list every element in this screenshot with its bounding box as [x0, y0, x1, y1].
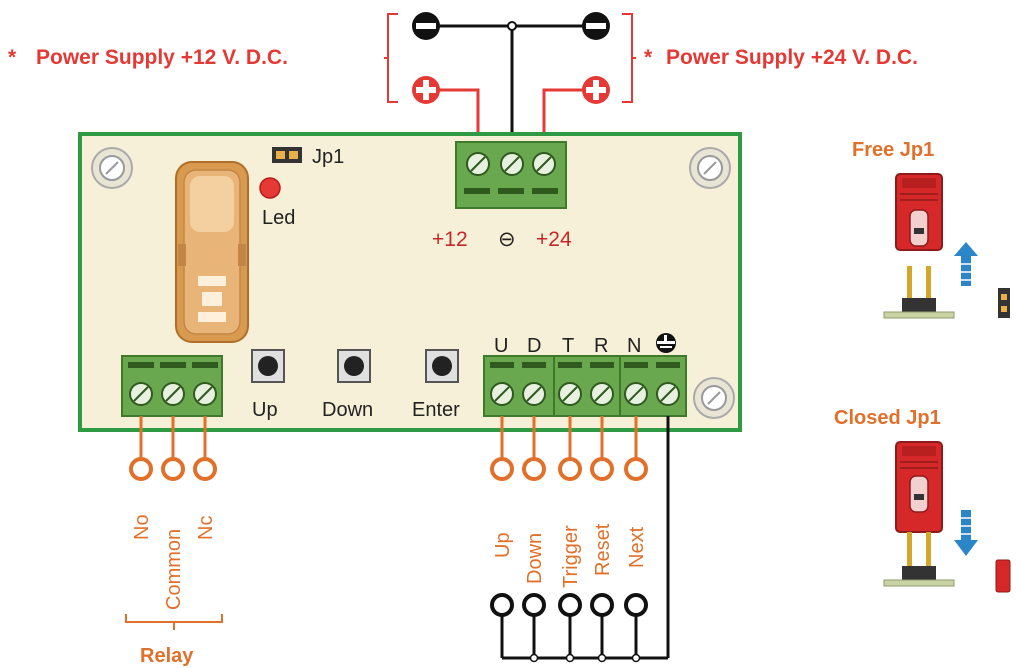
down-button-label: Down: [322, 399, 373, 421]
enter-button-label: Enter: [412, 399, 460, 421]
led-label: Led: [262, 207, 295, 229]
terminal-plus12-label: +12: [432, 228, 468, 251]
down-button[interactable]: [337, 349, 371, 383]
minus-icon: [582, 12, 610, 40]
wire-junction: [507, 21, 517, 31]
power-supply-24v-label: Power Supply +24 V. D.C.: [666, 46, 918, 69]
relay-component: [175, 161, 249, 343]
power-terminal-block: [455, 141, 567, 209]
up-button[interactable]: [251, 349, 285, 383]
jumper-label: Jp1: [312, 146, 344, 168]
jumper-free-illustration: Free Jp1: [852, 139, 1010, 319]
input-letter-n: N: [627, 335, 641, 357]
terminal-minus-label: ⊖: [498, 228, 516, 251]
relay-no-terminal[interactable]: [129, 457, 153, 481]
mini-jumper-closed: [995, 559, 1011, 593]
input-up-terminal[interactable]: [490, 457, 514, 481]
common-trigger-terminal[interactable]: [558, 593, 582, 617]
plus-icon: [582, 76, 610, 104]
left-bracket: [387, 13, 398, 103]
relay-group-label: Relay: [140, 645, 194, 667]
input-terminal-block: [483, 355, 687, 417]
common-next-terminal[interactable]: [624, 593, 648, 617]
common-reset-terminal[interactable]: [590, 593, 614, 617]
input-next-terminal[interactable]: [624, 457, 648, 481]
terminal-plus24-label: +24: [536, 228, 572, 251]
closed-jp1-label: Closed Jp1: [834, 407, 941, 429]
mounting-hole: [693, 377, 735, 419]
relay-nc-label: Nc: [195, 516, 217, 540]
mounting-hole: [91, 147, 133, 189]
circuit-board: Jp1 Led +12 ⊖ +24: [78, 132, 742, 432]
arrow-down-icon: [961, 510, 971, 540]
plus-icon: [412, 76, 440, 104]
up-button-label: Up: [252, 399, 278, 421]
right-bracket: [622, 13, 633, 103]
plus12-wire: [426, 88, 480, 150]
relay-common-terminal[interactable]: [161, 457, 185, 481]
common-down-terminal[interactable]: [522, 593, 546, 617]
input-letter-t: T: [562, 335, 574, 357]
input-wires: [490, 416, 670, 663]
free-jp1-label: Free Jp1: [852, 139, 934, 161]
relay-output-wires: [129, 416, 217, 481]
input-letter-r: R: [594, 335, 608, 357]
power-supply-12v-label: Power Supply +12 V. D.C.: [36, 46, 288, 69]
input-letter-d: D: [527, 335, 541, 357]
input-next-label: Next: [626, 526, 648, 568]
mounting-hole: [689, 147, 731, 189]
ground-icon: [656, 333, 676, 353]
minus-icon: [412, 12, 440, 40]
arrow-up-icon: [954, 242, 978, 256]
plus24-wire: [542, 88, 596, 150]
input-letter-u: U: [494, 335, 508, 357]
jumper-jp1: [272, 147, 302, 163]
common-up-terminal[interactable]: [490, 593, 514, 617]
relay-common-label: Common: [163, 529, 185, 610]
input-trigger-terminal[interactable]: [558, 457, 582, 481]
input-reset-label: Reset: [592, 523, 614, 576]
input-up-label: Up: [492, 532, 514, 558]
input-down-terminal[interactable]: [522, 457, 546, 481]
asterisk-right: *: [644, 46, 653, 69]
relay-no-label: No: [131, 514, 153, 540]
led-indicator: [259, 177, 281, 199]
relay-group-bracket: [125, 614, 223, 623]
relay-terminal-block: [121, 355, 223, 417]
mini-jumper-open: [998, 288, 1010, 318]
relay-nc-terminal[interactable]: [193, 457, 217, 481]
input-trigger-label: Trigger: [560, 525, 582, 588]
power-supply-section: * Power Supply +12 V. D.C. * Power Suppl…: [8, 12, 918, 150]
asterisk-left: *: [8, 46, 17, 69]
input-reset-terminal[interactable]: [590, 457, 614, 481]
enter-button[interactable]: [425, 349, 459, 383]
jumper-closed-illustration: Closed Jp1: [834, 407, 1011, 593]
input-down-label: Down: [524, 533, 546, 584]
